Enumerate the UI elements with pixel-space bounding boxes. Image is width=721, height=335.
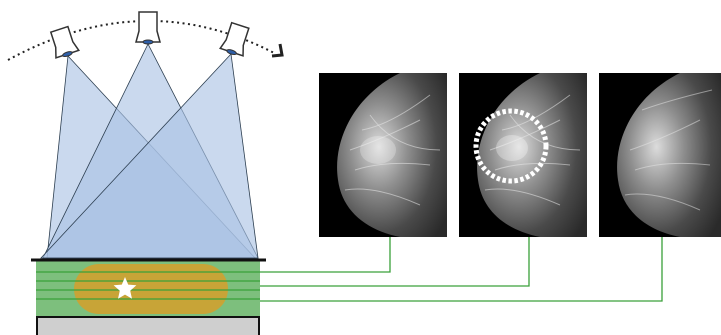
slice-image-2	[459, 73, 587, 237]
rotation-arrow-icon	[272, 44, 282, 56]
slice-image-1	[319, 73, 447, 237]
detector	[37, 317, 259, 335]
slice-connectors	[260, 237, 662, 301]
connector-slice-2	[260, 237, 529, 286]
xray-tube-icon	[48, 26, 79, 60]
connector-slice-1	[260, 237, 390, 272]
connector-slice-3	[260, 237, 662, 301]
xray-tube-icon	[136, 12, 160, 44]
slice-image-3	[599, 73, 721, 237]
xray-beams	[41, 44, 258, 258]
